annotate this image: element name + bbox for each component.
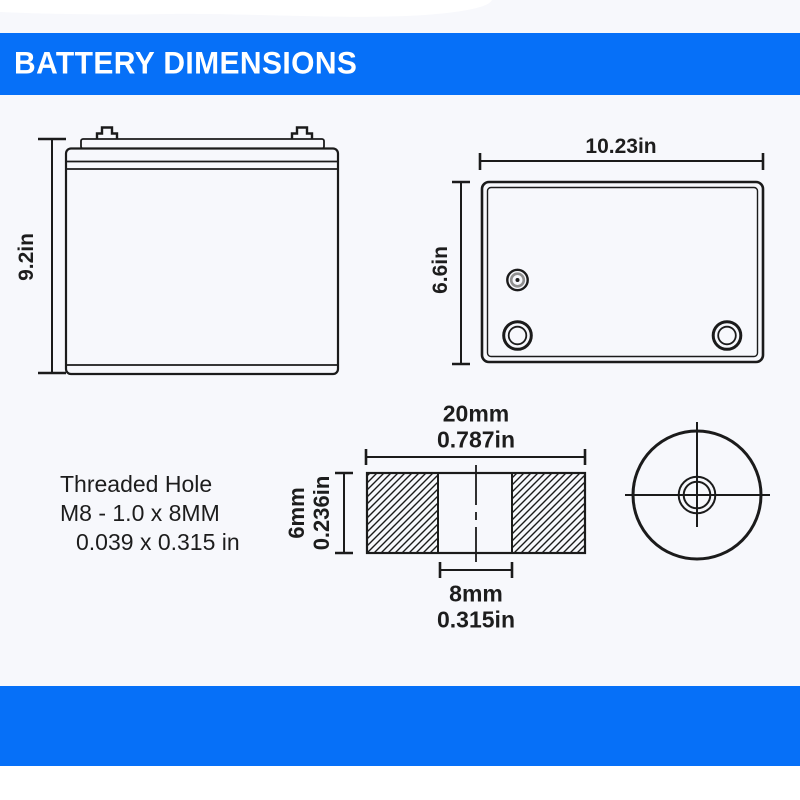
hole-bore-mm-label: 8mm [449,580,503,607]
threaded-hole-note-line3: 0.039 x 0.315 in [76,529,240,555]
hole-depth-mm-label: 6mm [284,487,309,539]
title-banner: BATTERY DIMENSIONS [0,33,800,95]
page-title: BATTERY DIMENSIONS [14,46,358,81]
hole-outer-width-in-label: 0.787in [437,426,515,453]
threaded-hole-note-line2: M8 - 1.0 x 8MM [60,500,220,526]
front-height-dimension-label: 9.2in [15,233,38,281]
bottom-accent-band [0,686,800,766]
hole-depth-in-label: 0.236in [309,475,334,551]
top-depth-dimension-label: 6.6in [429,246,452,294]
threaded-hole-top-view-drawing [625,422,770,561]
top-width-dimension-label: 10.23in [585,135,657,158]
threaded-hole-note: Threaded Hole M8 - 1.0 x 8MM 0.039 x 0.3… [60,470,240,557]
battery-front-view-drawing [38,126,340,376]
battery-top-view-drawing [452,153,765,366]
top-wave-decoration [0,0,492,17]
threaded-hole-section-drawing [335,449,587,578]
hole-outer-width-mm-label: 20mm [442,400,510,427]
page-background [0,0,800,686]
threaded-hole-note-line1: Threaded Hole [60,471,213,497]
hole-bore-in-label: 0.315in [437,606,515,633]
